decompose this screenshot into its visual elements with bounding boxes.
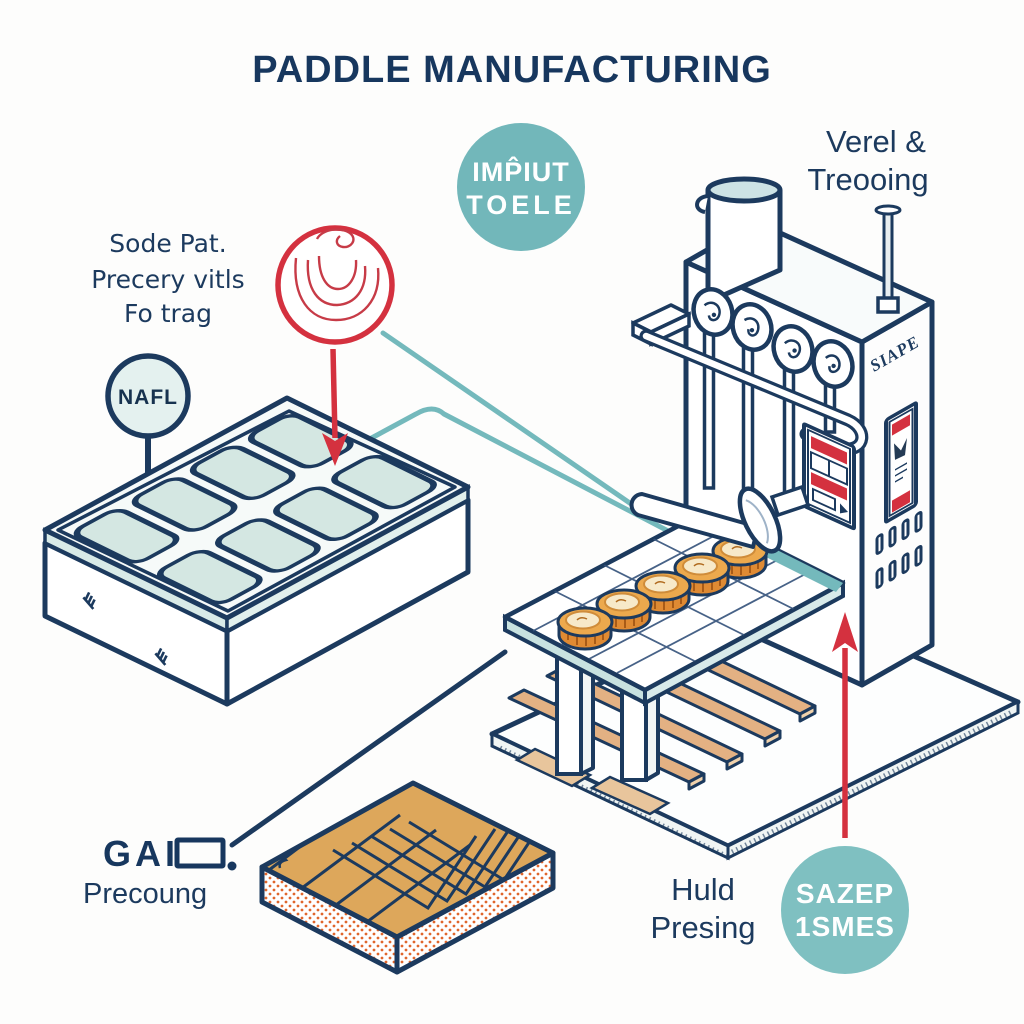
paddle-discs [556, 535, 769, 651]
arrow-down-head [322, 433, 348, 466]
gauge-icon [730, 302, 774, 352]
tray-sign-circle [105, 353, 191, 439]
arrow-up [832, 612, 858, 838]
label-top-right-line1: Verel & [826, 124, 926, 159]
page-title: PADDLE MANUFACTURING [252, 49, 772, 91]
leg-pad [589, 775, 671, 816]
gauge-icon [691, 287, 735, 337]
wood-block [259, 780, 556, 975]
tray-sign-label: NAFL [118, 386, 178, 409]
size-badge: SAZEP 1SMES [781, 846, 909, 974]
antenna-rod [874, 204, 902, 314]
size-badge-line1: SAZEP [796, 878, 894, 909]
molding-tray: NAFL [42, 353, 471, 707]
paddle-disc [673, 552, 731, 597]
paddle-disc [556, 606, 614, 651]
input-badge-line1: IMP̂IUT [472, 155, 570, 187]
gauge-icon [811, 339, 855, 389]
arrow-up-head [832, 612, 858, 652]
gauge-icon [771, 324, 815, 374]
label-top-right-line2: Treooing [807, 162, 928, 197]
tray-mark [154, 647, 168, 666]
size-badge-line2: 1SMES [795, 911, 895, 942]
wordmark-subtext: Precoung [83, 878, 207, 910]
teal-connector-line-machine [380, 330, 640, 511]
label-left-line3: Fo trag [124, 299, 212, 328]
pressure-gauges [691, 287, 855, 389]
press-disc [737, 486, 783, 554]
label-left-line1: Sode Pat. [109, 229, 226, 258]
label-left-line2: Precery vitls [91, 265, 244, 294]
control-panel [802, 422, 856, 531]
grain-swirl-icon [294, 228, 380, 322]
label-bottom-right-line1: Huld [671, 872, 735, 907]
press-beam [629, 484, 811, 554]
conveyor-table [502, 484, 846, 816]
arrow-down [330, 348, 338, 439]
size-badge-circle [781, 846, 909, 974]
tray-mark [82, 591, 96, 610]
tray-inner-rim [56, 409, 457, 613]
mountain-icon [894, 438, 907, 460]
wordmark-text: GAI [103, 833, 179, 874]
tray-top [42, 395, 471, 621]
navy-connector-line-wordmark [229, 649, 508, 848]
side-sign-plate [884, 401, 918, 524]
teal-connector-line-tray [363, 406, 719, 559]
chimney [695, 176, 783, 305]
wordmark-rect-icon [174, 837, 226, 869]
label-top-right: Verel & Treooing [807, 124, 928, 197]
label-left: Sode Pat. Precery vitls Fo trag [91, 229, 244, 328]
connector-lines [229, 330, 719, 848]
wordmark: GAI Precoung [83, 833, 237, 910]
input-badge-line2: TOELE [466, 190, 576, 220]
input-badge: IMP̂IUT TOELE [457, 123, 585, 251]
beam-plate [769, 484, 811, 518]
label-bottom-right-line2: Presing [650, 910, 755, 945]
input-badge-circle [457, 123, 585, 251]
grain-detail-circle [275, 225, 395, 466]
tray-compartments [73, 413, 437, 605]
wordmark-dot-icon [227, 861, 237, 871]
vent-slots [875, 511, 923, 589]
label-bottom-right: Huld Presing [650, 872, 755, 945]
